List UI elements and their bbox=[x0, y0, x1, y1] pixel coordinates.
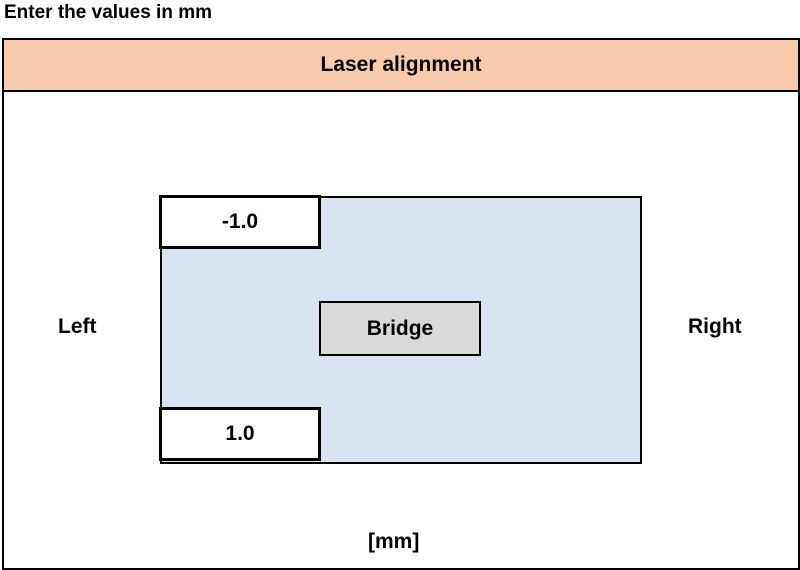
left-label: Left bbox=[58, 315, 97, 338]
panel-header: Laser alignment bbox=[2, 38, 800, 92]
bridge-label: Bridge bbox=[319, 301, 481, 356]
top-left-value-input[interactable]: -1.0 bbox=[159, 195, 321, 249]
instruction-text: Enter the values in mm bbox=[4, 2, 213, 23]
unit-label: [mm] bbox=[368, 530, 420, 553]
right-label: Right bbox=[688, 315, 742, 338]
bottom-left-value-input[interactable]: 1.0 bbox=[159, 407, 321, 461]
